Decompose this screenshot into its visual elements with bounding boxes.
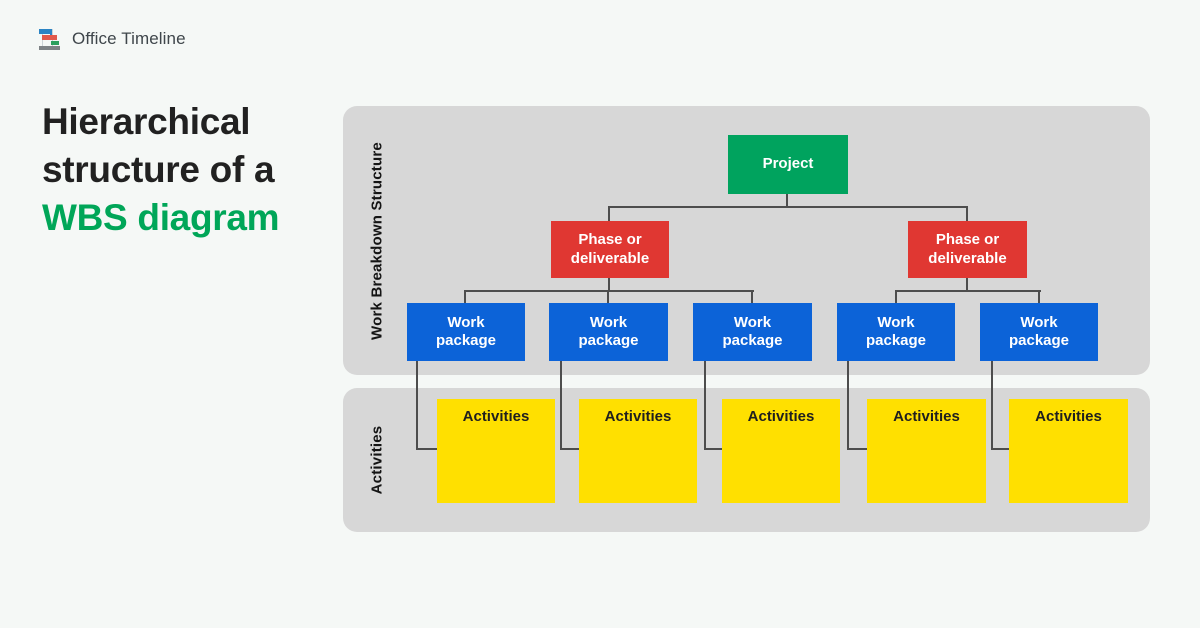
connector-line [607, 290, 609, 304]
connector-line [464, 290, 466, 304]
logo: Office Timeline [38, 27, 186, 51]
connector-line [704, 448, 722, 450]
connector-line [895, 290, 897, 304]
activities-node-5: Activities [1009, 399, 1128, 503]
work-package-node-4: Work package [837, 303, 955, 361]
activities-node-4-label: Activities [893, 408, 960, 425]
connector-line [991, 361, 993, 450]
connector-line [608, 206, 968, 208]
connector-line [416, 361, 418, 450]
activities-node-3-label: Activities [747, 408, 815, 425]
page-title: Hierarchical structure of a WBS diagram [42, 98, 280, 242]
work-package-node-1-line-2: package [435, 332, 497, 349]
connector-line [704, 361, 706, 450]
activities-panel-label: Activities [368, 425, 386, 495]
project-node-label: Project [762, 155, 814, 173]
work-package-node-3-line-1: Work [733, 313, 772, 331]
logo-text: Office Timeline [72, 29, 186, 48]
connector-line [966, 206, 968, 222]
work-package-node-2-line-1: Work [589, 313, 628, 331]
connector-line [847, 361, 849, 450]
project-node: Project [728, 135, 848, 194]
phase-node-1-line-2: deliverable [570, 249, 650, 267]
work-package-node-3-line-2: package [722, 332, 783, 349]
activities-node-2: Activities [579, 399, 697, 503]
activities-node-4: Activities [867, 399, 986, 503]
work-package-node-4-line-2: package [865, 332, 927, 349]
phase-node-2-line-2: deliverable [928, 249, 1007, 267]
work-package-node-5-line-2: package [1008, 332, 1070, 349]
connector-line [560, 361, 562, 450]
connector-line [464, 290, 754, 292]
connector-line [895, 290, 1041, 292]
phase-node-1: Phase or deliverable [551, 221, 669, 278]
connector-line [416, 448, 437, 450]
work-package-node-4-line-1: Work [877, 313, 915, 331]
phase-node-2: Phase or deliverable [908, 221, 1027, 278]
connector-line [786, 194, 788, 207]
connector-line [560, 448, 579, 450]
work-package-node-1-line-1: Work [447, 313, 485, 331]
phase-node-1-line-1: Phase or [578, 231, 642, 249]
work-package-node-5-line-1: Work [1020, 313, 1058, 331]
connector-line [608, 206, 610, 222]
title-line-2: structure of a [42, 149, 275, 190]
phase-node-2-line-1: Phase or [935, 231, 1000, 249]
title-line-3: WBS diagram [42, 197, 280, 238]
connector-line [847, 448, 867, 450]
work-package-node-2-line-2: package [578, 332, 639, 349]
work-package-node-1: Work package [407, 303, 525, 361]
connector-line [991, 448, 1009, 450]
wbs-panel-label: Work Breakdown Structure [368, 141, 386, 340]
connector-line [1038, 290, 1040, 304]
work-package-node-5: Work package [980, 303, 1098, 361]
connector-line [608, 277, 610, 292]
connector-line [966, 277, 968, 292]
activities-node-1-label: Activities [462, 408, 530, 425]
connector-line [751, 290, 753, 304]
activities-node-5-label: Activities [1035, 408, 1102, 425]
activities-node-1: Activities [437, 399, 555, 503]
work-package-node-3: Work package [693, 303, 812, 361]
work-package-node-2: Work package [549, 303, 668, 361]
activities-node-3: Activities [722, 399, 840, 503]
activities-node-2-label: Activities [604, 408, 672, 425]
office-timeline-gantt-icon [38, 27, 62, 51]
title-line-1: Hierarchical [42, 101, 251, 142]
